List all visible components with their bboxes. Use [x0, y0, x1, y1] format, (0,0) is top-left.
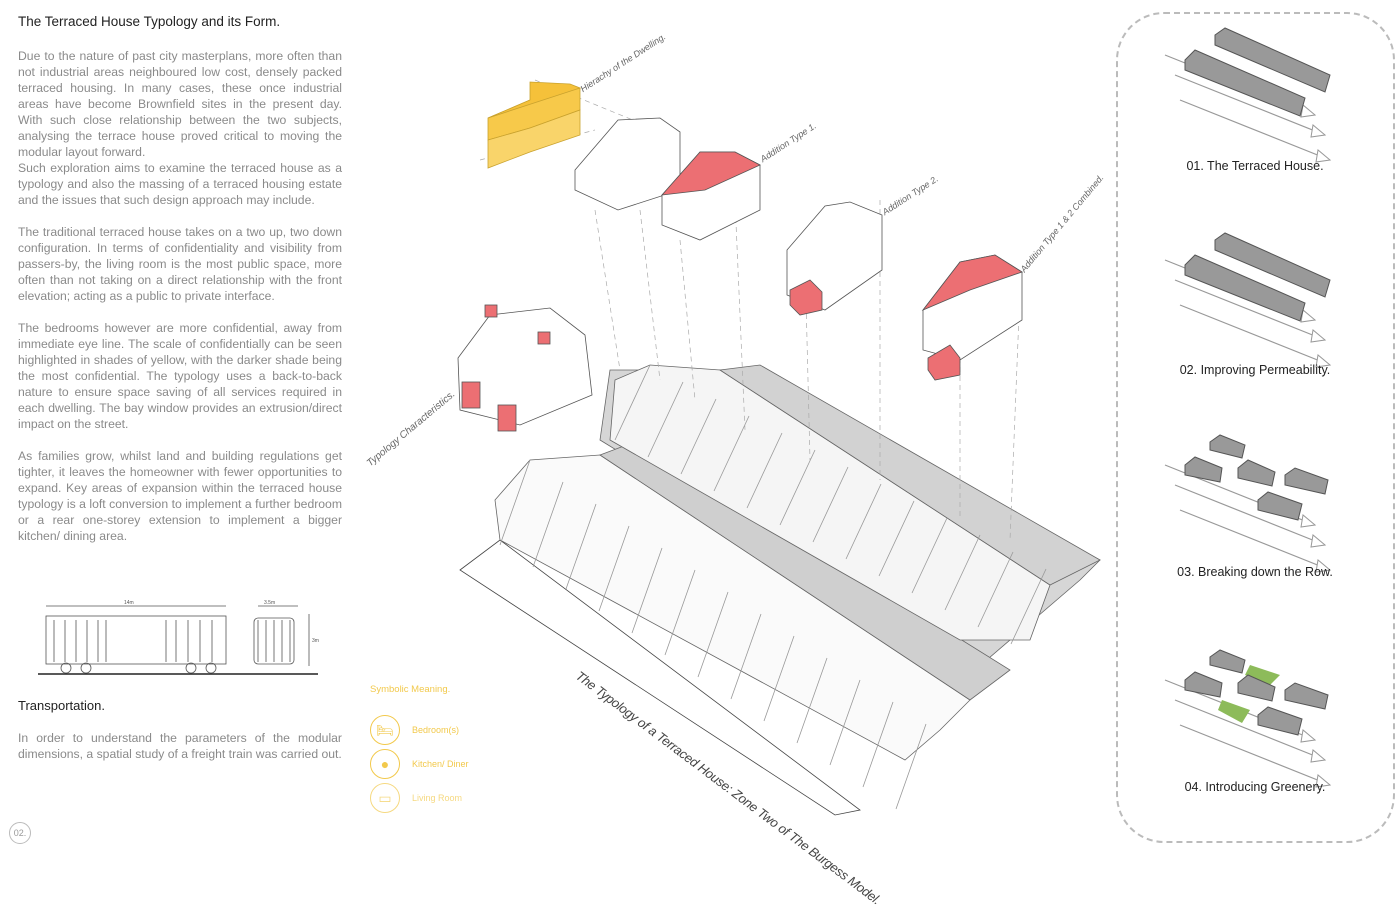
party-wall-line — [746, 432, 783, 509]
party-wall-line — [862, 701, 894, 788]
party-wall-line — [895, 723, 927, 810]
terraced-house-axonometric — [457, 79, 1101, 816]
party-wall-line — [829, 679, 861, 766]
party-wall-line — [532, 481, 564, 568]
legend-item-living-room: ▭ Living Room — [370, 783, 462, 813]
illustration-terraced-house — [1164, 27, 1331, 163]
illustration-breaking-row — [1164, 434, 1331, 573]
step-2-label: 02. Improving Permeability. — [1179, 363, 1331, 377]
party-wall-line — [878, 500, 915, 577]
train-width-dim: 3.5m — [264, 600, 275, 606]
plate-cutlery-icon: ● — [370, 749, 400, 779]
page-number: 02. — [9, 822, 31, 844]
party-wall-line — [664, 569, 696, 656]
party-wall-line — [680, 398, 717, 475]
party-wall-line — [598, 525, 630, 612]
addition-type-2-house — [786, 201, 883, 316]
paragraph-1: Due to the nature of past city masterpla… — [18, 49, 342, 159]
back-row-houses — [609, 364, 1051, 641]
typology-characteristics-house — [457, 304, 593, 432]
paragraph-3: The traditional terraced house takes on … — [18, 225, 342, 303]
party-wall-line — [911, 517, 948, 594]
addition-type-1-house — [661, 151, 761, 241]
party-wall-line — [779, 449, 816, 526]
party-wall-line — [944, 534, 981, 611]
addition-combined-house — [921, 254, 1023, 381]
front-row-houses — [494, 454, 971, 761]
paragraph-4: The bedrooms however are more confidenti… — [18, 321, 342, 431]
party-wall-line — [614, 364, 651, 441]
party-wall-line — [730, 613, 762, 700]
transportation-text: In order to understand the parameters of… — [18, 731, 342, 761]
strategy-illustrations — [1164, 27, 1331, 788]
strategy-panel — [1116, 12, 1395, 843]
hierarchy-block — [487, 81, 582, 169]
freight-train-sketch: 14m 3.5m 3m — [38, 600, 319, 675]
illustration-greenery — [1164, 649, 1331, 788]
train-length-dim: 14m — [124, 600, 134, 606]
illustration-permeability — [1164, 232, 1331, 368]
legend-item-kitchen: ● Kitchen/ Diner — [370, 749, 469, 779]
party-wall-line — [565, 503, 597, 590]
legend-title: Symbolic Meaning. — [370, 684, 451, 695]
legend-item-bedroom: 🛏 Bedroom(s) — [370, 715, 459, 745]
party-wall-line — [812, 466, 849, 543]
paragraph-5: As families grow, whilst land and buildi… — [18, 449, 342, 543]
party-wall-line — [697, 591, 729, 678]
party-wall-line — [647, 381, 684, 458]
train-height-dim: 3m — [312, 638, 319, 644]
street-strip — [459, 539, 861, 816]
step-3-label: 03. Breaking down the Row. — [1177, 565, 1333, 579]
party-wall-line — [845, 483, 882, 560]
bed-icon: 🛏 — [370, 715, 400, 745]
page-title: The Terraced House Typology and its Form… — [18, 14, 281, 29]
party-wall-line — [499, 459, 531, 546]
party-wall-line — [713, 415, 750, 492]
step-1-label: 01. The Terraced House. — [1186, 159, 1324, 173]
transportation-heading: Transportation. — [18, 698, 105, 713]
party-wall-line — [763, 635, 795, 722]
plain-house — [574, 117, 681, 211]
party-wall-line — [977, 551, 1014, 628]
party-wall-line — [631, 547, 663, 634]
paragraph-2: Such exploration aims to examine the ter… — [18, 161, 342, 207]
party-wall-line — [1010, 568, 1047, 645]
sofa-icon: ▭ — [370, 783, 400, 813]
step-4-label: 04. Introducing Greenery. — [1184, 780, 1326, 794]
party-wall-line — [796, 657, 828, 744]
